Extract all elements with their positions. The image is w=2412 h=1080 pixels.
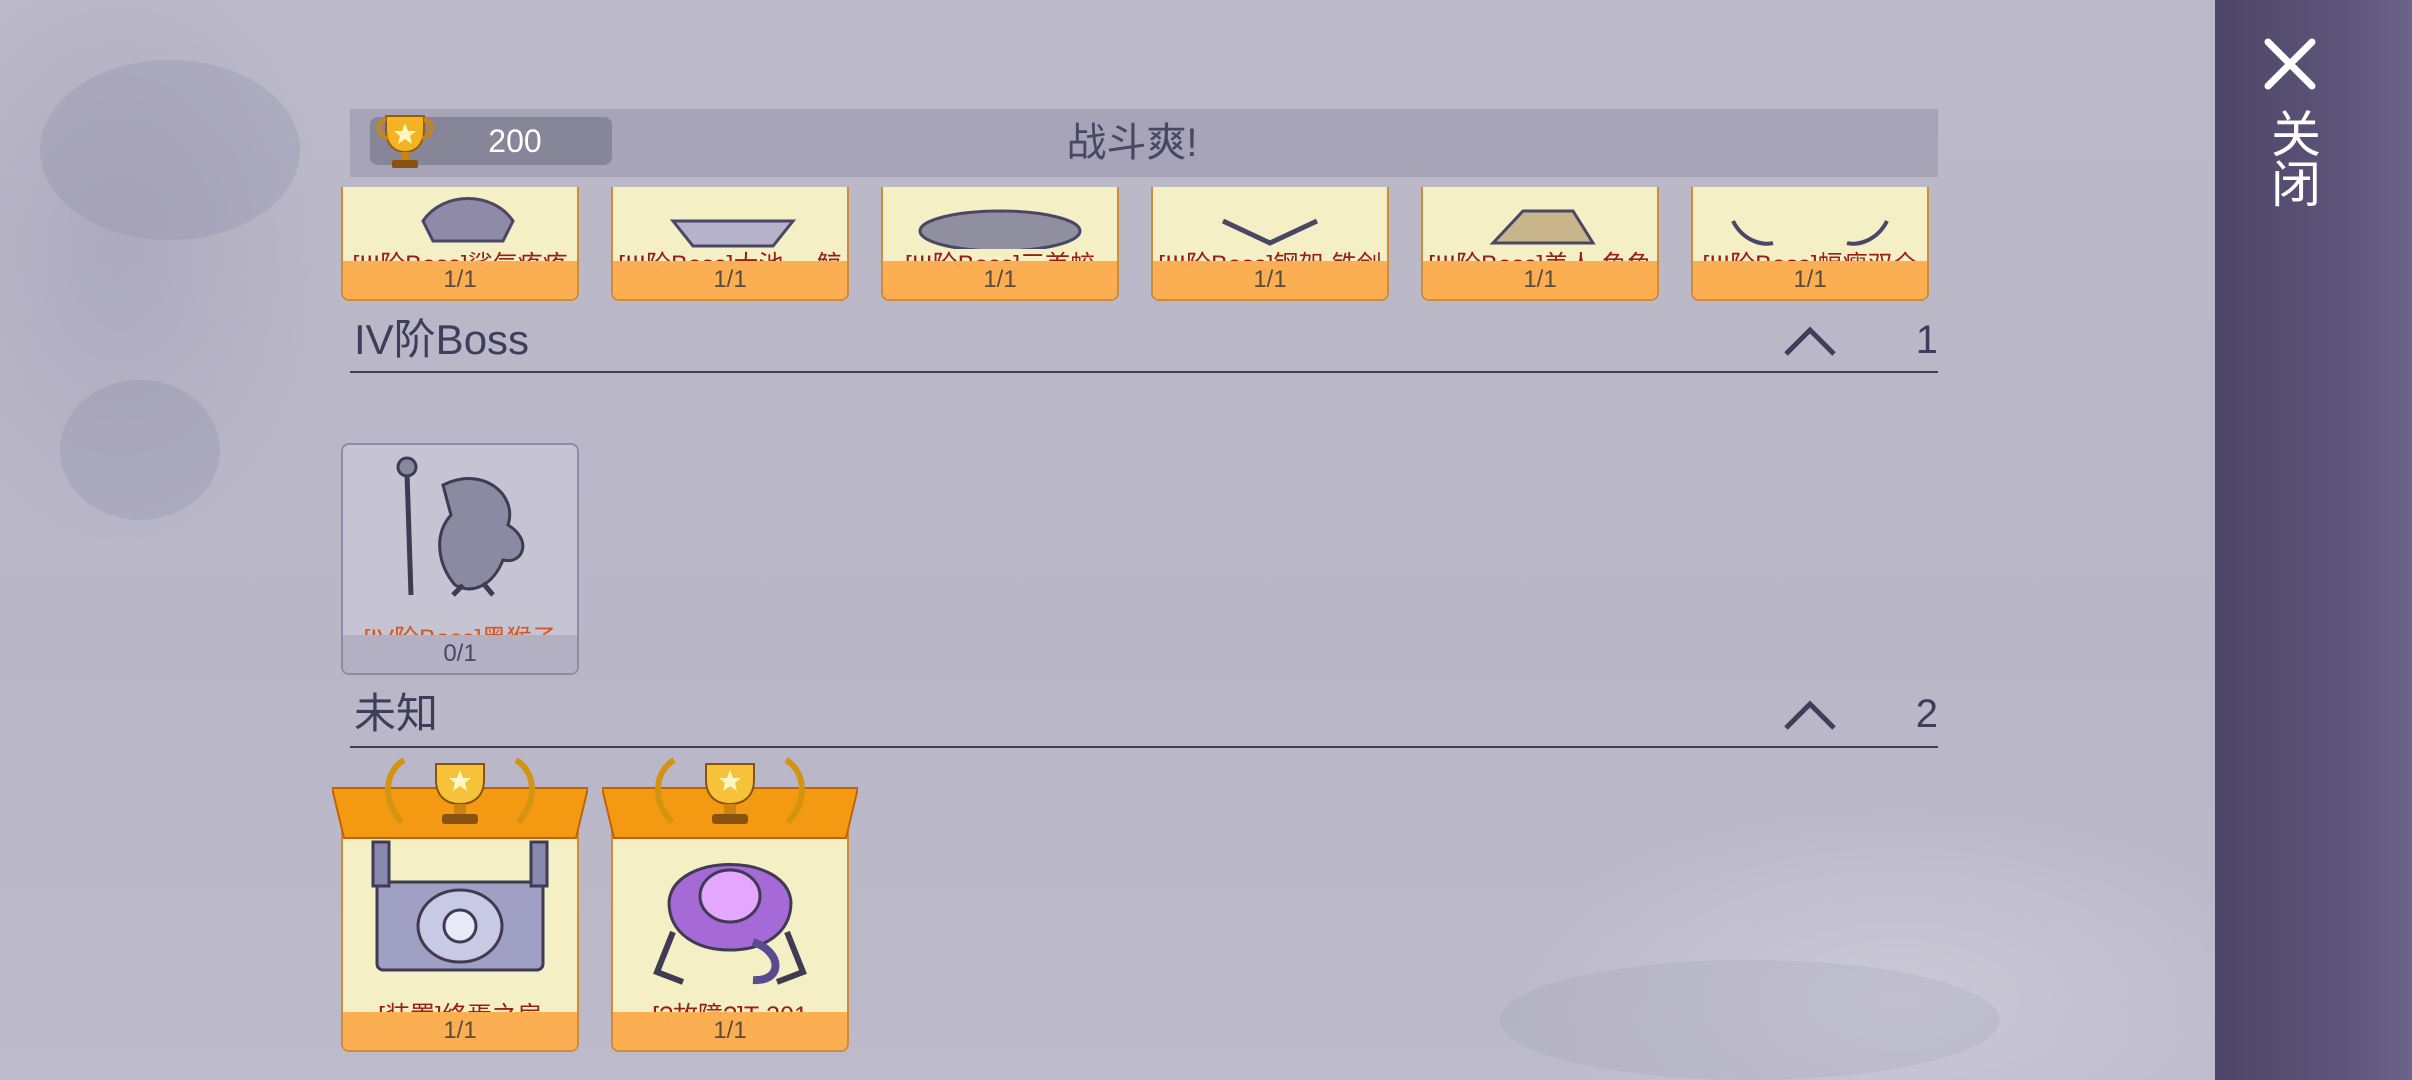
card-count: 1/1 xyxy=(1153,261,1387,299)
trophy-icon xyxy=(376,115,434,168)
section-title: IV阶Boss xyxy=(354,316,530,363)
collection-card[interactable]: [III阶Boss]美人·鱼鱼 1/1 xyxy=(1421,187,1659,301)
collection-card[interactable]: [?故障?]T-301 1/1 xyxy=(611,820,849,1052)
card-count: 1/1 xyxy=(883,261,1117,299)
background-ground xyxy=(1500,960,2000,1080)
section-divider xyxy=(350,371,1938,373)
section-count: 2 xyxy=(1915,692,1938,736)
trophy-laurel-ribbon-icon xyxy=(332,757,588,839)
collection-card[interactable]: [III阶Boss]三首蛟 1/1 xyxy=(881,187,1119,301)
close-icon[interactable] xyxy=(2262,36,2318,92)
collection-card[interactable]: [III阶Boss]鲨气疼疼 1/1 xyxy=(341,187,579,301)
monster-art xyxy=(1731,220,1889,246)
card-count: 1/1 xyxy=(613,1012,847,1050)
top-row-clip: [III阶Boss]鲨气疼疼 1/1 [III阶Boss]大池·一鲸 1/1 [… xyxy=(340,187,1940,303)
page-title: 战斗爽! xyxy=(1066,121,1198,165)
section-divider xyxy=(350,746,1938,748)
card-count: 1/1 xyxy=(343,261,577,299)
card-count: 1/1 xyxy=(1693,261,1927,299)
collection-card[interactable]: [IV阶Boss]黑猴子 0/1 xyxy=(341,443,579,675)
device-art xyxy=(371,840,549,972)
header-bar xyxy=(350,109,1938,177)
chevron-up-icon[interactable] xyxy=(1782,696,1838,732)
monster-art xyxy=(1489,209,1596,245)
card-count: 1/1 xyxy=(613,261,847,299)
collection-card[interactable]: [III阶Boss]蝠瘦双全 1/1 xyxy=(1691,187,1929,301)
card-count: 1/1 xyxy=(1423,261,1657,299)
card-count: 1/1 xyxy=(343,1012,577,1050)
background-shadow xyxy=(60,380,220,520)
close-panel[interactable] xyxy=(2215,0,2412,1080)
chevron-up-icon[interactable] xyxy=(1782,322,1838,358)
section-title: 未知 xyxy=(354,690,439,737)
section-count: 1 xyxy=(1915,318,1938,362)
monster-art xyxy=(1221,218,1319,246)
trophy-laurel-ribbon-icon xyxy=(602,757,858,839)
monster-art xyxy=(918,209,1082,249)
card-count: 0/1 xyxy=(343,635,577,673)
collection-card[interactable]: [III阶Boss]钢架·铁剑 1/1 xyxy=(1151,187,1389,301)
background-rock xyxy=(40,60,300,240)
monster-art xyxy=(669,219,797,248)
close-button-label[interactable]: 关闭 xyxy=(2264,108,2320,208)
monster-art xyxy=(421,197,515,243)
monster-art xyxy=(396,456,525,597)
score-value: 200 xyxy=(488,123,542,159)
collection-card[interactable]: [III阶Boss]大池·一鲸 1/1 xyxy=(611,187,849,301)
collection-card[interactable]: [装置]终焉之扉 1/1 xyxy=(341,820,579,1052)
mech-art xyxy=(653,863,807,985)
